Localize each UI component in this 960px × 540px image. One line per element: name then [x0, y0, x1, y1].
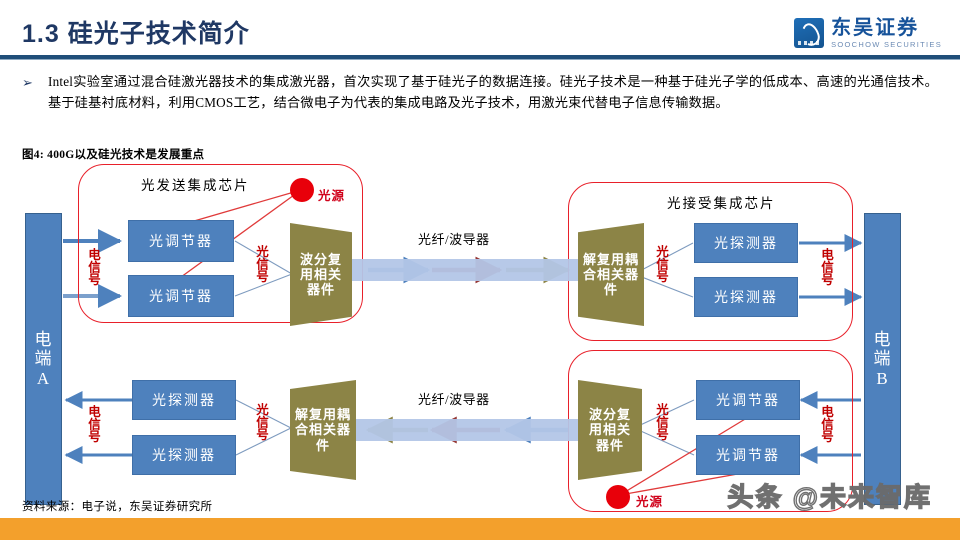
page-title: 1.3 硅光子技术简介 — [22, 20, 250, 48]
wdm-demux-top: 解复用耦合相关器件 — [578, 223, 644, 326]
terminal-b-char1: 电 — [873, 330, 892, 350]
terminal-b-char2: 端 — [873, 349, 892, 369]
detector-rx-2: 光探测器 — [694, 277, 798, 317]
light-source-label-top: 光源 — [318, 189, 346, 203]
logo-text-group: 东吴证券 SOOCHOW SECURITIES — [831, 18, 942, 49]
optical-signal-label-rx: 光信号 — [654, 245, 668, 283]
logo-name-cn: 东吴证券 — [831, 17, 920, 39]
modulator-tx-1: 光调节器 — [128, 220, 234, 262]
tx-chip-frame — [78, 164, 363, 323]
wdm-demux-bottom: 解复用耦合相关器件 — [290, 380, 356, 480]
wdm-mux-top: 波分复用相关器件 — [290, 223, 352, 326]
fiber-label-top: 光纤/波导器 — [418, 232, 490, 247]
source-note: 资料来源：电子说，东吴证券研究所 — [22, 501, 213, 513]
bullet-body-text: Intel实验室通过混合硅激光器技术的集成激光器，首次实现了基于硅光子的数据连接… — [48, 74, 938, 110]
terminal-a-char3: A — [36, 368, 51, 388]
bullet-arrow-icon: ➢ — [22, 75, 33, 90]
modulator-tx-2: 光调节器 — [128, 275, 234, 317]
terminal-b-char3: B — [876, 368, 889, 388]
terminal-a-char2: 端 — [34, 349, 53, 369]
tx-chip-label: 光发送集成芯片 — [141, 178, 250, 193]
fiber-waveguide-top — [340, 259, 580, 281]
optical-signal-label-mux-bottom: 光信号 — [654, 403, 668, 441]
electrical-signal-label-b-bottom: 电信号 — [819, 405, 833, 443]
wdm-mux-bottom: 波分复用相关器件 — [578, 380, 642, 480]
electrical-signal-label-b-top: 电信号 — [819, 248, 833, 286]
fiber-waveguide-bottom — [340, 419, 580, 441]
detector-rx-1: 光探测器 — [694, 223, 798, 263]
rx-chip-label: 光接受集成芯片 — [667, 196, 776, 211]
detector-a-2: 光探测器 — [132, 435, 236, 475]
light-source-lamp-top — [290, 178, 314, 202]
footer-bar — [0, 518, 960, 540]
terminal-b: 电 端 B — [864, 213, 901, 505]
terminal-a-char1: 电 — [34, 330, 53, 350]
brand-logo: 东吴证券 SOOCHOW SECURITIES — [794, 18, 942, 49]
light-source-lamp-bottom — [606, 485, 630, 509]
optical-signal-label-demux-bottom: 光信号 — [254, 403, 268, 441]
title-divider-thin — [0, 59, 960, 60]
modulator-b-2: 光调节器 — [696, 435, 800, 475]
bullet-paragraph: ➢ Intel实验室通过混合硅激光器技术的集成激光器，首次实现了基于硅光子的数据… — [22, 72, 938, 113]
light-source-label-bottom: 光源 — [636, 495, 664, 509]
terminal-a: 电 端 A — [25, 213, 62, 505]
watermark-text: 头条 @未来智库 — [727, 481, 932, 512]
detector-a-1: 光探测器 — [132, 380, 236, 420]
soochow-logo-icon — [794, 18, 825, 49]
figure-caption: 图4: 400G以及硅光技术是发展重点 — [22, 149, 205, 161]
optical-signal-label-tx: 光信号 — [254, 245, 268, 283]
modulator-b-1: 光调节器 — [696, 380, 800, 420]
title-divider — [0, 55, 960, 59]
logo-name-en: SOOCHOW SECURITIES — [831, 40, 942, 49]
electrical-signal-label-a-top: 电信号 — [86, 248, 100, 286]
architecture-diagram: 光发送集成芯片 光接受集成芯片 光纤/波导器 光纤/波导器 电 端 A 电 端 … — [0, 160, 960, 512]
electrical-signal-label-a-bottom: 电信号 — [86, 405, 100, 443]
fiber-label-bottom: 光纤/波导器 — [418, 392, 490, 407]
